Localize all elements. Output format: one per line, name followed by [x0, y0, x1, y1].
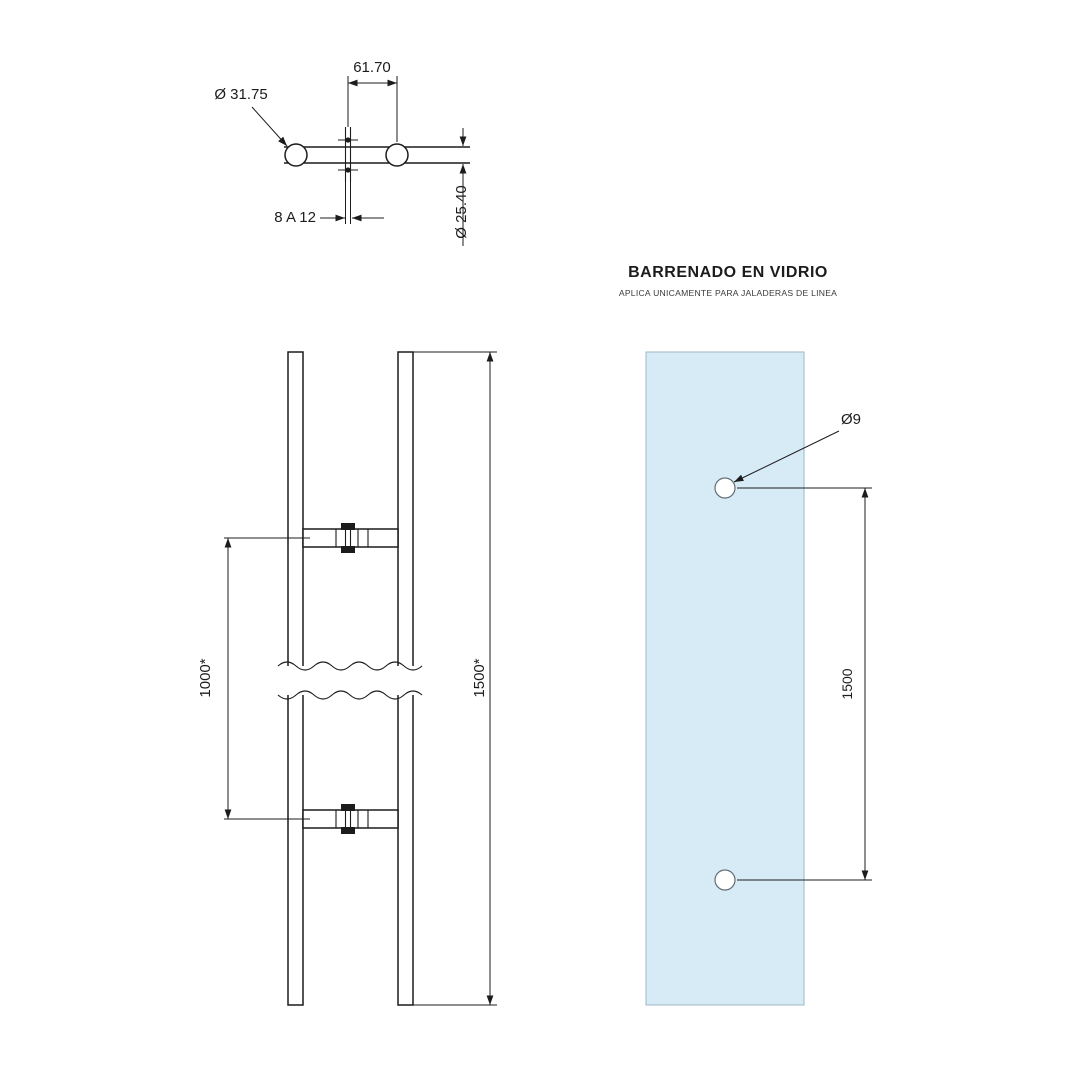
dim-post-diameter: Ø 31.75 [214, 86, 288, 147]
clamp-bolt-bottom [345, 167, 351, 173]
handle-bar-right-lower [397, 695, 414, 1006]
glass-view-subtitle: APLICA UNICAMENTE PARA JALADERAS DE LINE… [619, 288, 837, 298]
dim-hole-diameter: Ø9 [733, 411, 861, 483]
post-circle-left [284, 143, 308, 167]
dim-post-spacing: 61.70 [347, 59, 398, 142]
post-circle-right [385, 143, 409, 167]
mounting-post-lower [302, 804, 399, 834]
clamp-bolt-top [341, 804, 355, 811]
handle-bar-left-lower [287, 695, 304, 1006]
dim-glass-thickness-label: 8 A 12 [274, 209, 316, 226]
break-line-top [277, 661, 423, 671]
leader-line [733, 430, 840, 483]
glass-panel [645, 351, 805, 1006]
clamp-bolt-top [345, 137, 351, 143]
dim-total-length: 1500* [413, 351, 497, 1006]
dim-glass-thickness: 8 A 12 [274, 182, 384, 226]
handle-bar-left-upper [287, 351, 304, 666]
dim-center-distance-label: 1000* [197, 658, 214, 697]
glass-drilling-view: BARRENADO EN VIDRIO APLICA UNICAMENTE PA… [619, 264, 872, 1006]
dim-hole-diameter-label: Ø9 [841, 411, 861, 428]
break-line-bottom [277, 690, 423, 700]
dim-hole-spacing-label: 1500 [839, 668, 855, 699]
dim-tube-diameter: Ø 25.40 [453, 128, 470, 246]
dim-total-length-label: 1500* [471, 658, 488, 697]
handle-front-view: 1000* 1500* [197, 351, 497, 1006]
dim-tube-diameter-label: Ø 25.40 [453, 185, 470, 238]
drill-hole-top [714, 477, 736, 499]
clamp-bolt-bottom [341, 827, 355, 834]
dim-center-distance: 1000* [197, 537, 310, 820]
mounting-post-upper [302, 523, 399, 553]
clamp-bolt-top [341, 523, 355, 530]
leader-line [251, 106, 288, 147]
dim-post-spacing-label: 61.70 [353, 59, 391, 76]
glass-view-title: BARRENADO EN VIDRIO [628, 264, 828, 281]
handle-bar-right-upper [397, 351, 414, 666]
dim-post-diameter-label: Ø 31.75 [214, 86, 267, 103]
clamp-bolt-bottom [341, 546, 355, 553]
dim-hole-spacing: 1500 [737, 487, 872, 881]
handle-top-view: 61.70 Ø 31.75 8 A 12 Ø 25.40 [214, 59, 470, 246]
drill-hole-bottom [714, 869, 736, 891]
